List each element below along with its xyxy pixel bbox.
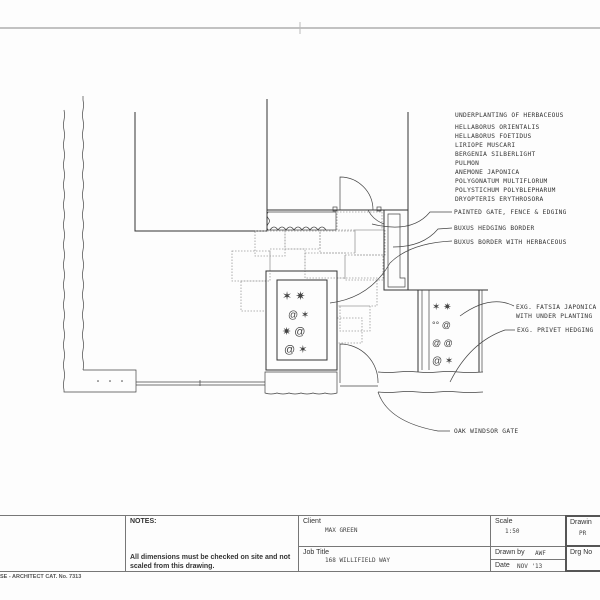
date-value: NOV '13 xyxy=(517,563,543,570)
date-label: Date xyxy=(495,562,510,569)
leader-lines xyxy=(329,211,515,432)
house-outline xyxy=(134,99,409,290)
svg-text:@ ✶: @ ✶ xyxy=(432,356,453,367)
drawn-by-value: AWF xyxy=(535,550,546,557)
plant-list-item: POLYGONATUM MULTIFLORUM xyxy=(455,178,548,185)
svg-text:°° @: °° @ xyxy=(432,320,451,330)
label-buxus-hedging: BUXUS HEDGING BORDER xyxy=(454,225,535,232)
drg-no-cell: Drg No xyxy=(565,545,600,572)
label-painted-gate: PAINTED GATE, FENCE & EDGING xyxy=(454,209,567,216)
paving-slabs xyxy=(231,211,386,344)
label-fatsia: EXG. FATSIA JAPONICA xyxy=(516,304,597,311)
svg-text:@ ✶: @ ✶ xyxy=(284,344,307,356)
catalogue-number: SE - ARCHITECT CAT. No. 7313 xyxy=(0,574,82,580)
buxus-border xyxy=(383,209,409,291)
front-bed-strip xyxy=(264,371,338,395)
scale-label: Scale xyxy=(495,518,513,525)
plant-list-item: POLYSTICHUM POLYBLEPHARUM xyxy=(455,187,556,194)
drawing-cell: Drawin PR xyxy=(565,515,600,547)
front-fence xyxy=(136,380,265,386)
label-fatsia-underplanting: WITH UNDER PLANTING xyxy=(516,313,592,320)
drawn-by-label: Drawn by xyxy=(495,549,525,556)
existing-fatsia-bed: ✶ ✷ °° @ @ @ @ ✶ xyxy=(377,289,488,393)
label-buxus-border: BUXUS BORDER WITH HERBACEOUS xyxy=(454,239,567,246)
drawn-by-cell: Drawn by AWF xyxy=(490,546,566,560)
job-title-cell: Job Title 168 WILLIFIELD WAY xyxy=(298,546,491,572)
svg-text:@ @: @ @ xyxy=(432,338,453,348)
plant-list-item: PULMON xyxy=(455,160,479,167)
notes-text: All dimensions must be checked on site a… xyxy=(130,554,291,570)
wall-dots xyxy=(97,380,123,382)
plant-list-item: ANEMONE JAPONICA xyxy=(455,169,519,176)
gate-leaf-arc xyxy=(367,209,385,225)
label-privet-hedging: EXG. PRIVET HEDGING xyxy=(517,327,593,334)
scale-value: 1:50 xyxy=(505,528,520,535)
plant-list-title: UNDERPLANTING OF HERBACEOUS xyxy=(455,112,564,119)
painted-gate-swing xyxy=(339,176,374,211)
svg-text:@ ✶: @ ✶ xyxy=(288,310,309,321)
plant-list-item: BERGENIA SILBERLIGHT xyxy=(455,151,536,158)
plant-list-item: DRYOPTERIS ERYTHROSORA xyxy=(455,196,544,203)
drg-no-label: Drg No xyxy=(570,549,593,556)
plant-list-item: LIRIOPE MUSCARI xyxy=(455,142,515,149)
house-front-bed xyxy=(266,211,337,231)
oak-windsor-gate-swing xyxy=(339,343,379,384)
plant-list-item: HELLABORUS FOETIDUS xyxy=(455,133,531,140)
left-boundary-wall xyxy=(63,96,137,393)
notes-label: NOTES: xyxy=(130,518,157,525)
svg-text:✶ ✷: ✶ ✷ xyxy=(282,289,305,303)
label-oak-windsor-gate: OAK WINDSOR GATE xyxy=(454,428,518,435)
svg-text:✶ ✷: ✶ ✷ xyxy=(432,302,452,313)
date-cell: Date NOV '13 xyxy=(490,559,566,572)
scale-cell: Scale 1:50 xyxy=(490,515,566,547)
job-title-value: 168 WILLIFIELD WAY xyxy=(325,557,391,564)
central-planting-bed: ✶ ✷ @ ✶ ✷ @ @ ✶ xyxy=(265,270,338,371)
gate-post xyxy=(376,206,382,212)
plant-list-item: HELLABORUS ORIENTALIS xyxy=(455,124,540,131)
notes-cell: NOTES: All dimensions must be checked on… xyxy=(125,515,299,572)
svg-text:✷ @: ✷ @ xyxy=(282,326,305,338)
title-block-blank-cell xyxy=(0,515,126,572)
drawing-label: Drawin xyxy=(570,519,592,526)
drawing-value: PR xyxy=(579,530,587,537)
job-title-label: Job Title xyxy=(303,549,330,556)
gate-post xyxy=(332,206,338,212)
client-cell: Client MAX GREEN xyxy=(298,515,491,547)
client-value: MAX GREEN xyxy=(325,527,358,534)
client-label: Client xyxy=(303,518,321,525)
plant-list: HELLABORUS ORIENTALIS HELLABORUS FOETIDU… xyxy=(455,124,556,203)
